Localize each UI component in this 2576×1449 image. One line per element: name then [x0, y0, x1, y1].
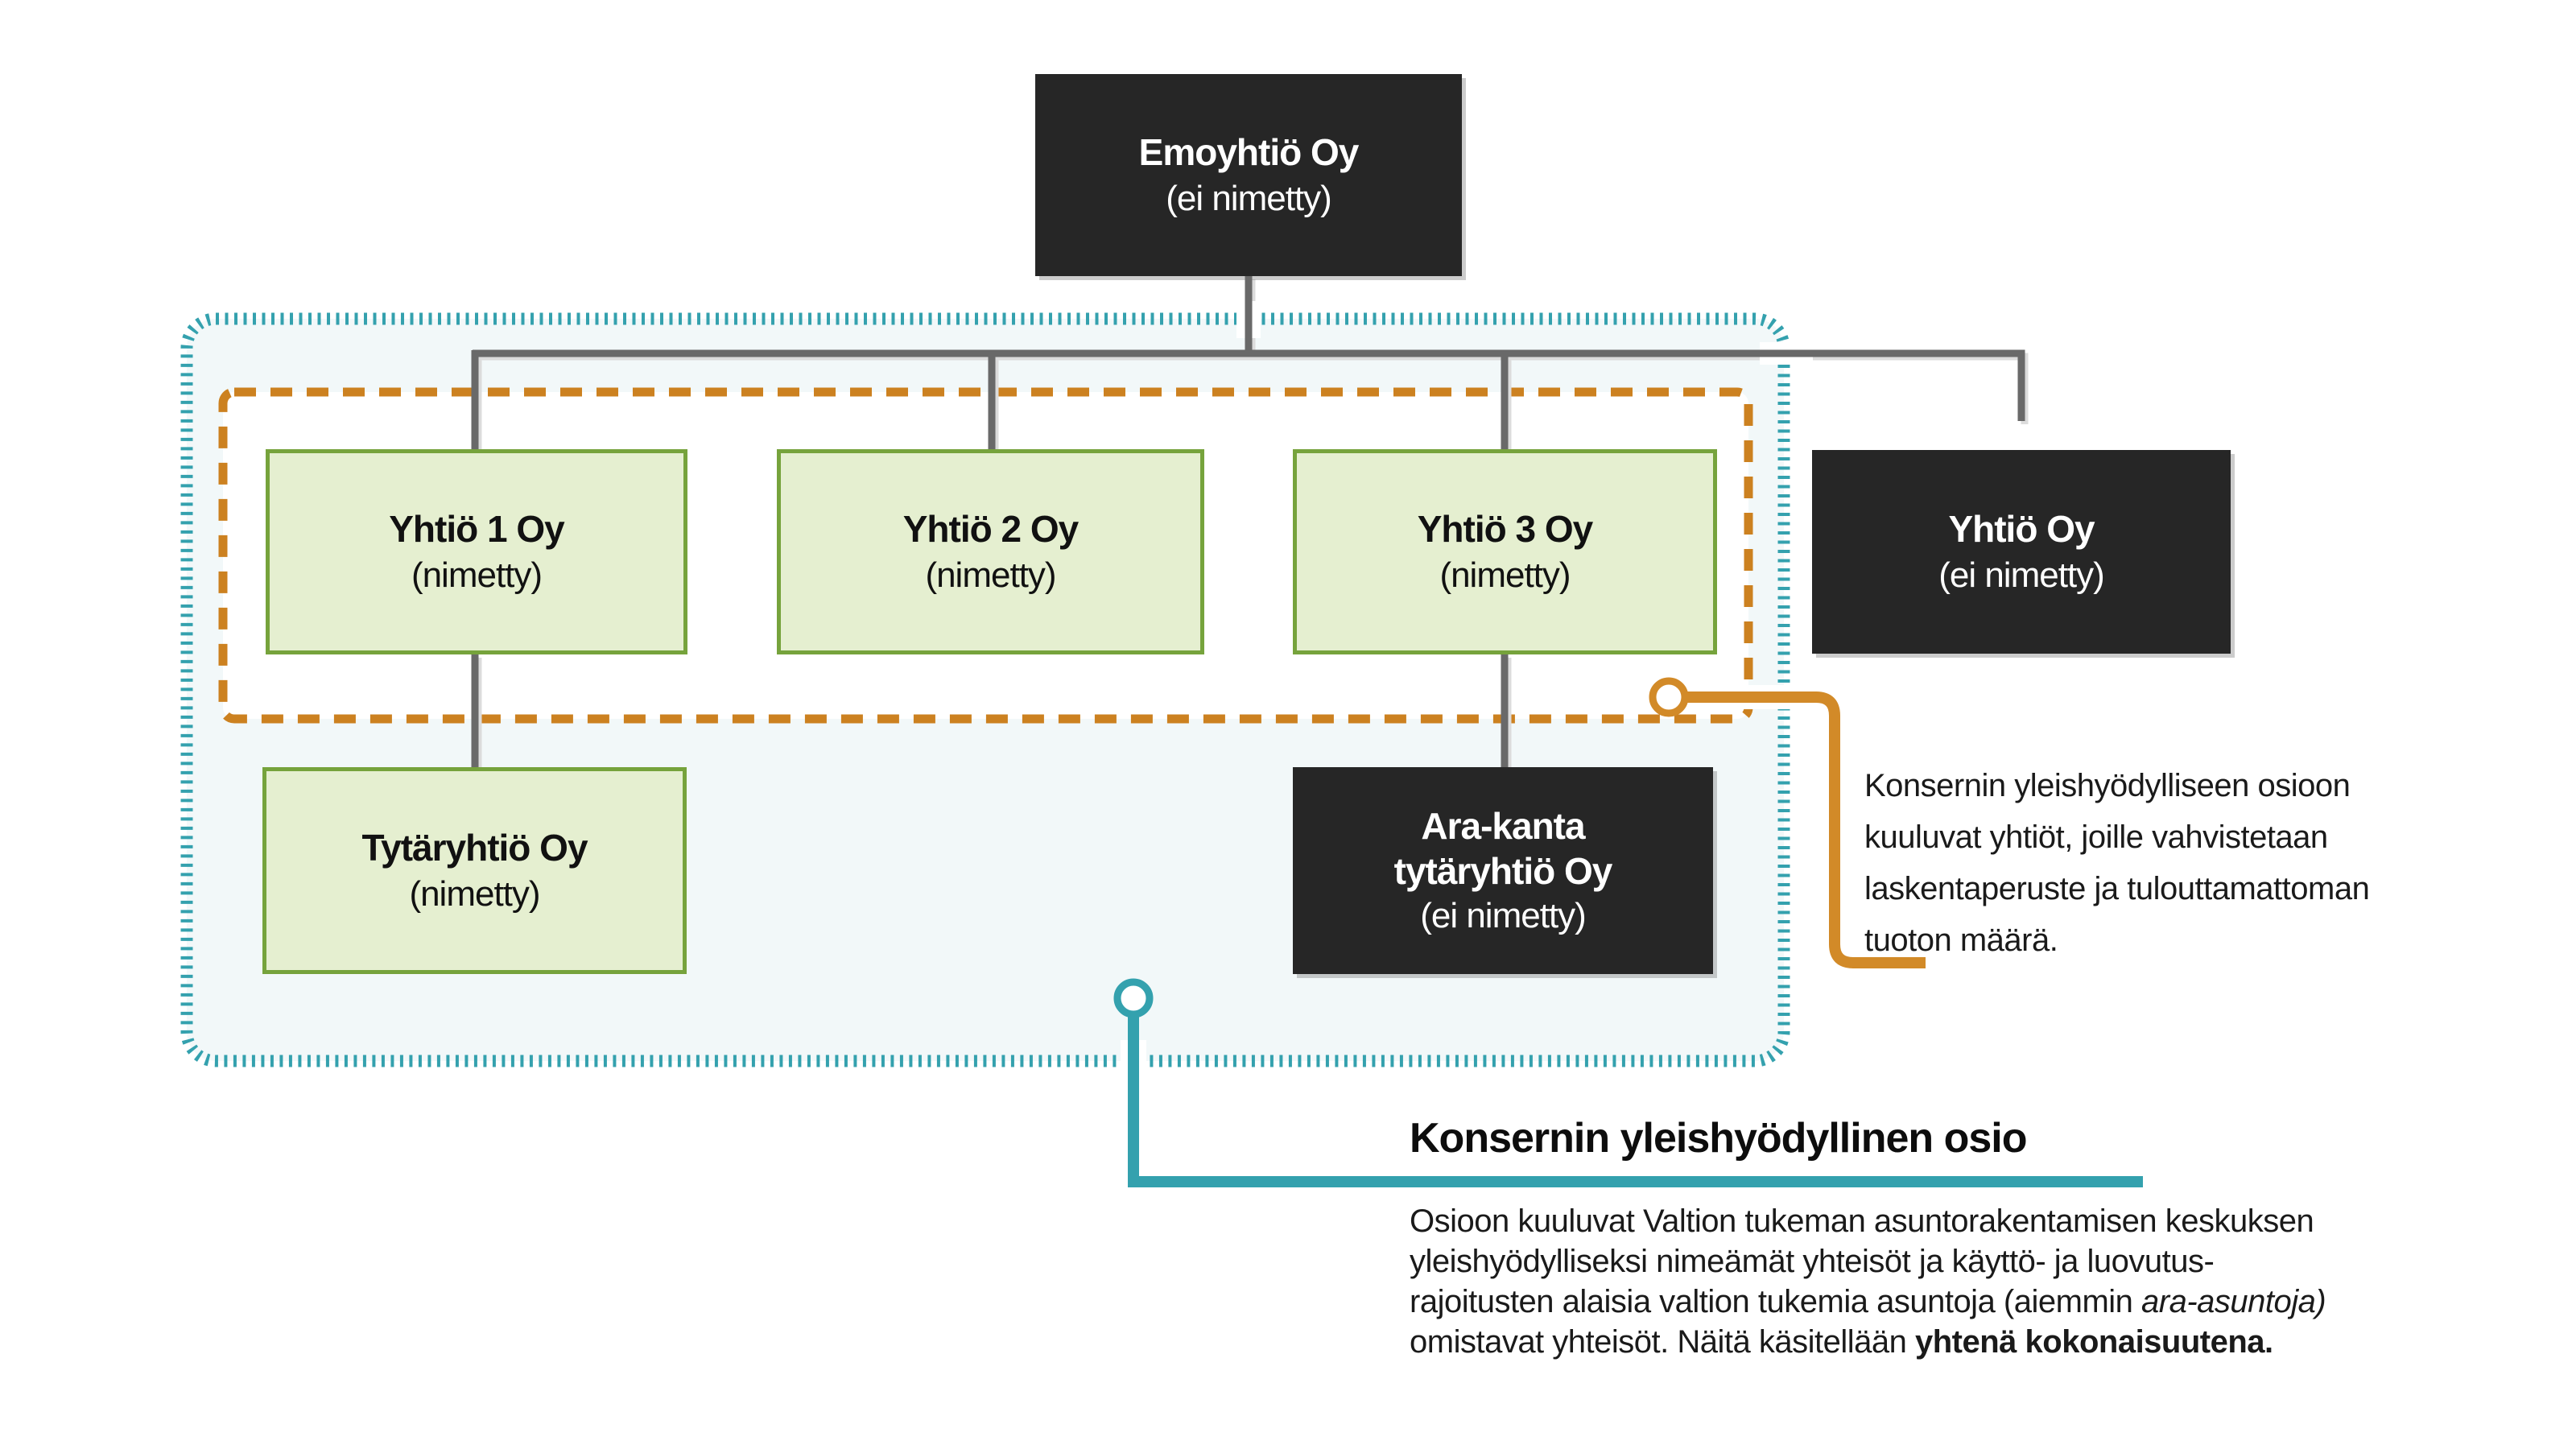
org-connectors	[471, 276, 2025, 767]
ara-kanta-subtitle: (ei nimetty)	[1420, 895, 1587, 935]
teal-body-line3-pre: rajoitusten alaisia valtion tukemia asun…	[1410, 1284, 2142, 1319]
yhtio1-subtitle: (nimetty)	[411, 555, 543, 595]
yhtio-ulkopuolinen-title: Yhtiö Oy	[1948, 507, 2095, 550]
yhtio2-box: Yhtiö 2 Oy (nimetty)	[777, 449, 1204, 654]
orange-callout-text: Konsernin yleishyödylliseen osioon kuulu…	[1864, 760, 2370, 966]
teal-body-line4: omistavat yhteisöt. Näitä käsitellään yh…	[1410, 1322, 2326, 1362]
teal-body-line3: rajoitusten alaisia valtion tukemia asun…	[1410, 1282, 2326, 1322]
teal-callout-body: Osioon kuuluvat Valtion tukeman asuntora…	[1410, 1201, 2326, 1362]
yhtio3-title: Yhtiö 3 Oy	[1417, 507, 1593, 550]
orange-callout-line3: laskentaperuste ja tulouttamattoman	[1864, 871, 2370, 906]
ara-kanta-box: Ara-kanta tytäryhtiö Oy (ei nimetty)	[1293, 767, 1713, 974]
orange-callout-line2: kuuluvat yhtiöt, joille vahvistetaan	[1864, 819, 2328, 855]
emoyhtio-box: Emoyhtiö Oy (ei nimetty)	[1035, 74, 1462, 276]
yhtio1-title: Yhtiö 1 Oy	[389, 507, 564, 550]
tytaryhtio-subtitle: (nimetty)	[409, 873, 540, 914]
orange-leader-line	[1686, 691, 1926, 968]
orange-leader-anchor-circle	[1649, 677, 1689, 717]
yhtio-ulkopuolinen-box: Yhtiö Oy (ei nimetty)	[1812, 450, 2231, 654]
orange-callout-line1: Konsernin yleishyödylliseen osioon	[1864, 768, 2351, 803]
teal-section-heading: Konsernin yleishyödyllinen osio	[1410, 1115, 2027, 1162]
ara-kanta-title-line2: tytäryhtiö Oy	[1393, 849, 1613, 892]
teal-body-line4-bold: yhtenä kokonaisuutena.	[1914, 1324, 2273, 1360]
teal-leader-line	[1128, 1015, 2143, 1187]
yhtio3-box: Yhtiö 3 Oy (nimetty)	[1293, 449, 1717, 654]
tytaryhtio-title: Tytäryhtiö Oy	[361, 826, 588, 869]
teal-body-line3-italic: ara-asuntoja)	[2141, 1284, 2326, 1319]
emoyhtio-subtitle: (ei nimetty)	[1166, 178, 1332, 218]
ara-kanta-title-line1: Ara-kanta	[1421, 804, 1585, 847]
teal-body-line1: Osioon kuuluvat Valtion tukeman asuntora…	[1410, 1203, 2314, 1239]
yhtio2-subtitle: (nimetty)	[925, 555, 1056, 595]
teal-body-line2: yleishyödylliseksi nimeämät yhteisöt ja …	[1410, 1244, 2215, 1279]
yhtio2-title: Yhtiö 2 Oy	[902, 507, 1079, 550]
teal-leader-anchor-circle	[1113, 978, 1154, 1018]
orange-callout-line4: tuoton määrä.	[1864, 923, 2058, 958]
teal-body-line4-pre: omistavat yhteisöt. Näitä käsitellään	[1410, 1324, 1915, 1360]
tytaryhtio-box: Tytäryhtiö Oy (nimetty)	[262, 767, 687, 974]
yhtio1-box: Yhtiö 1 Oy (nimetty)	[266, 449, 687, 654]
yhtio3-subtitle: (nimetty)	[1439, 555, 1571, 595]
emoyhtio-title: Emoyhtiö Oy	[1138, 130, 1360, 173]
yhtio-ulkopuolinen-subtitle: (ei nimetty)	[1938, 555, 2105, 595]
